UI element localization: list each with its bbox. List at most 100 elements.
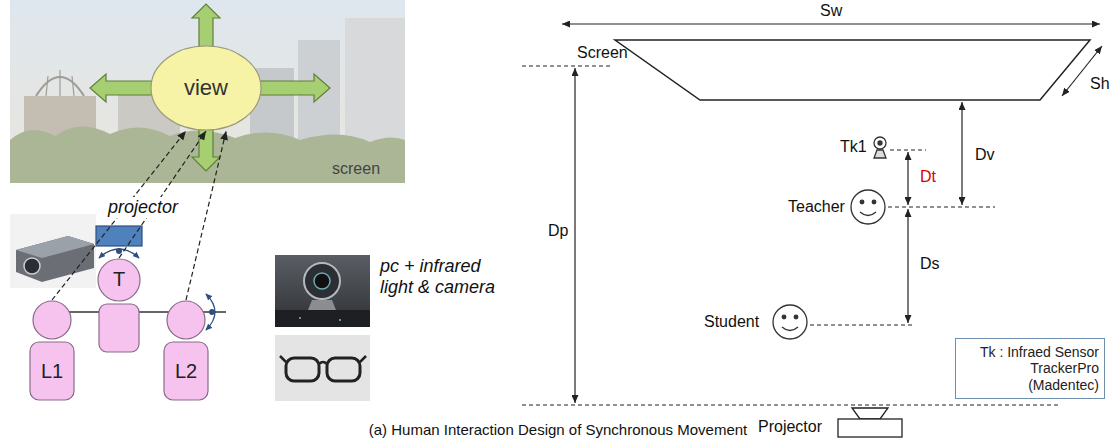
up-arrow xyxy=(192,4,220,48)
node-outline xyxy=(28,300,76,402)
node-text: L2 xyxy=(175,360,197,383)
figure-caption: (a) Human Interaction Design of Synchron… xyxy=(369,421,748,438)
projector-top xyxy=(16,236,94,258)
device-label: Projector xyxy=(758,418,822,436)
glasses-photo xyxy=(275,335,370,401)
smile xyxy=(782,327,798,331)
text-group: T xyxy=(113,268,125,291)
face xyxy=(773,305,807,339)
sight-line xyxy=(52,131,186,300)
ds-dimension xyxy=(907,209,908,323)
dimension-label: Sh xyxy=(1090,75,1110,93)
glasses-lens xyxy=(327,358,360,381)
led-dot xyxy=(299,317,301,319)
sensor-stand xyxy=(874,150,886,158)
reference-line xyxy=(890,149,926,150)
sensor-note-box: Tk : Infraed Sensor TrackerPro (Madentec… xyxy=(955,338,1105,399)
projector-lens-icon xyxy=(852,408,888,419)
dimension-label: Dp xyxy=(548,222,568,240)
learner-figure: L1 xyxy=(28,300,76,402)
eye xyxy=(782,315,786,319)
smile xyxy=(860,212,876,216)
movement-arrows xyxy=(90,4,330,171)
projector-body-icon xyxy=(838,419,902,437)
sensor-label: Tk1 xyxy=(840,138,867,156)
dimension-label: Sw xyxy=(820,2,842,20)
body-rect xyxy=(99,304,139,352)
reference-line xyxy=(522,404,1060,405)
reference-line xyxy=(888,206,995,207)
connectors xyxy=(52,131,226,300)
eye xyxy=(860,200,864,204)
monitor-bezel xyxy=(275,310,370,327)
webcam xyxy=(304,263,340,299)
right-arrow xyxy=(258,74,330,102)
node-text: L1 xyxy=(41,360,63,383)
head-circle xyxy=(33,301,71,339)
tracker-icon xyxy=(874,137,886,158)
device-label: pc + infrared light & camera xyxy=(380,256,510,297)
screen-label: Screen xyxy=(577,44,628,62)
sight-line xyxy=(186,131,226,300)
photo-ground xyxy=(275,255,370,327)
dimension-label: Ds xyxy=(920,255,940,273)
person-label: Teacher xyxy=(788,198,845,216)
projector-body xyxy=(16,236,94,282)
geometry xyxy=(522,24,1102,405)
person-label: Student xyxy=(704,313,759,331)
glasses-temple xyxy=(280,356,366,362)
teacher-smiley xyxy=(851,190,885,224)
text-group: view xyxy=(184,75,228,100)
photo-ground xyxy=(275,335,370,401)
glasses-bridge xyxy=(319,362,327,364)
sky xyxy=(10,0,405,183)
camera-clip xyxy=(308,300,336,310)
pivot-dot xyxy=(209,309,215,315)
dimension-label: Dt xyxy=(920,168,936,186)
view-ellipse-shape xyxy=(151,46,261,130)
node-text: Tk : Infraed Sensor TrackerPro (Madentec… xyxy=(961,344,1099,392)
student-smiley xyxy=(773,305,807,339)
camera-photo xyxy=(275,255,370,327)
photo-ground xyxy=(10,214,96,288)
note-border xyxy=(956,339,1105,399)
sight-line xyxy=(119,131,206,258)
down-arrow xyxy=(192,129,220,171)
dt-dimension xyxy=(907,152,908,205)
body-rect xyxy=(30,342,74,400)
webcam-lens xyxy=(314,273,330,289)
text-group: L1 xyxy=(41,360,63,383)
head-circle xyxy=(167,301,205,339)
eye xyxy=(794,315,798,319)
fade-overlay xyxy=(10,0,405,183)
sensor-lens xyxy=(878,141,882,145)
node-text: view xyxy=(184,75,228,100)
projector-lens xyxy=(24,258,40,274)
dimension-label: Dv xyxy=(975,146,995,164)
projector-icon xyxy=(838,408,902,437)
sensor-head xyxy=(874,137,886,149)
reference-line xyxy=(522,65,612,66)
teacher-figure: T xyxy=(96,258,142,354)
projector-label: projector xyxy=(106,197,180,218)
dp-dimension xyxy=(574,68,575,403)
reference-line xyxy=(810,324,912,325)
rotation-arrow xyxy=(206,294,215,330)
screen-label: screen xyxy=(332,160,380,178)
screen-trapezoid xyxy=(615,40,1090,100)
eye xyxy=(872,200,876,204)
dv-dimension xyxy=(961,102,962,205)
head-circle xyxy=(98,259,140,301)
screen-photo xyxy=(10,0,405,183)
text-group: Tk : Infraed Sensor TrackerPro (Madentec… xyxy=(961,344,1099,392)
glasses-lens xyxy=(286,358,319,381)
view-ellipse: view xyxy=(150,45,262,131)
node-outline xyxy=(162,300,210,402)
node-text: T xyxy=(113,268,125,291)
projector-photo xyxy=(10,214,96,288)
width-dimension xyxy=(562,23,1100,24)
led-dot xyxy=(339,319,341,321)
rotation-arrow xyxy=(99,249,139,258)
left-arrow xyxy=(90,74,154,102)
learner-figure: L2 xyxy=(162,300,210,402)
